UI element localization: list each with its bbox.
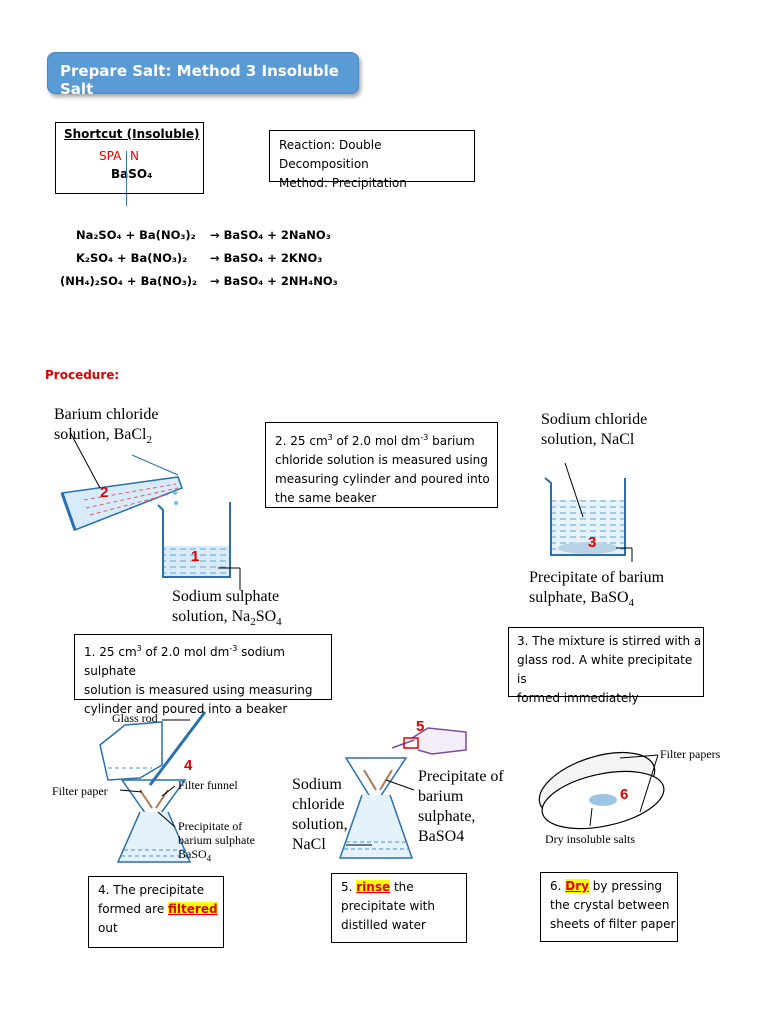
highlight-rinse: rinse	[356, 880, 391, 894]
glass-rod-label: Glass rod	[112, 711, 158, 725]
beaker-1	[157, 502, 241, 590]
step-4-box: 4. The precipitate formed are filtered o…	[88, 876, 224, 948]
equation-1-lhs: Na₂SO₄ + Ba(NO₃)₂	[76, 228, 196, 242]
highlight-filtered: filtered	[168, 902, 218, 916]
shortcut-heading: Shortcut (Insoluble)	[64, 127, 200, 141]
step-5-box: 5. rinse the precipitate with distilled …	[331, 873, 467, 943]
equation-1-rhs: → BaSO₄ + 2NaNO₃	[210, 228, 331, 242]
dry-salts-label: Dry insoluble salts	[545, 832, 635, 846]
nacl-label: Sodium chloride solution, NaCl	[541, 411, 648, 448]
ppt-baso4-label: Precipitate of barium sulphate BaSO4	[178, 819, 255, 864]
procedure-label: Procedure:	[45, 368, 120, 382]
step-1-box: 1. 25 cm3 of 2.0 mol dm-3 sodium sulphat…	[74, 634, 332, 716]
shortcut-spa: SPA	[99, 149, 122, 163]
nacl-solution-label: Sodium chloride solution, NaCl	[292, 776, 348, 853]
equation-3-rhs: → BaSO₄ + 2NH₄NO₃	[210, 274, 338, 288]
step-3-box: 3. The mixture is stirred with a glass r…	[508, 627, 704, 705]
shortcut-n: N	[130, 149, 139, 163]
step-2-box: 2. 25 cm3 of 2.0 mol dm-3 barium chlorid…	[265, 422, 498, 508]
reaction-type: Reaction: Double Decomposition	[279, 138, 382, 171]
step-number-5: 5	[416, 718, 425, 735]
page-title: Prepare Salt: Method 3 Insoluble Salt	[60, 62, 339, 98]
na2so4-label: Sodium sulphate solution, Na2SO4	[172, 588, 282, 629]
baso4-ppt-label: Precipitate of barium sulphate, BaSO4	[529, 569, 665, 610]
step-number-4: 4	[184, 757, 193, 774]
step-6-box: 6. Dry by pressing the crystal between s…	[540, 872, 678, 942]
filter-papers-label: Filter papers	[660, 747, 721, 761]
filter-papers	[538, 751, 665, 830]
title-banner: Prepare Salt: Method 3 Insoluble Salt	[47, 52, 359, 98]
step-number-3: 3	[588, 534, 597, 551]
filter-funnel-label: Filter funnel	[178, 778, 238, 792]
shortcut-box: Shortcut (Insoluble) SPA N BaSO₄	[55, 122, 204, 206]
reaction-box: Reaction: Double Decomposition Method: P…	[269, 130, 475, 190]
step-number-6: 6	[620, 786, 629, 803]
reaction-method: Method: Precipitation	[279, 176, 407, 190]
step-number-1: 1	[191, 548, 200, 565]
equation-3-lhs: (NH₄)₂SO₄ + Ba(NO₃)₂	[60, 274, 198, 288]
equation-2-lhs: K₂SO₄ + Ba(NO₃)₂	[76, 251, 188, 265]
shortcut-divider	[126, 151, 127, 206]
equation-2-rhs: → BaSO₄ + 2KNO₃	[210, 251, 323, 265]
step-number-2: 2	[100, 484, 109, 501]
filter-paper-label: Filter paper	[52, 784, 108, 798]
ppt-label-5: Precipitate of barium sulphate, BaSO4	[418, 768, 504, 845]
shortcut-salt: BaSO₄	[111, 167, 153, 181]
bacl-label: Barium chloride solution, BaCl2	[54, 406, 159, 447]
highlight-dry: Dry	[565, 879, 589, 893]
